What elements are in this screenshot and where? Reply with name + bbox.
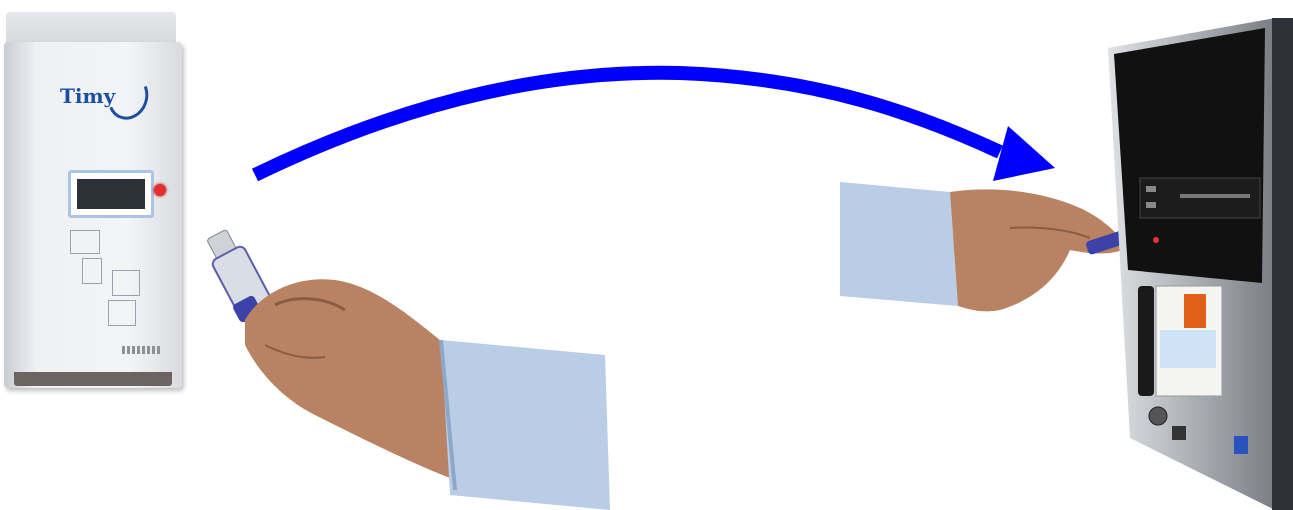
- usb-transfer-illustration: Timy: [0, 0, 1293, 510]
- curved-arrow-icon: [0, 0, 1293, 510]
